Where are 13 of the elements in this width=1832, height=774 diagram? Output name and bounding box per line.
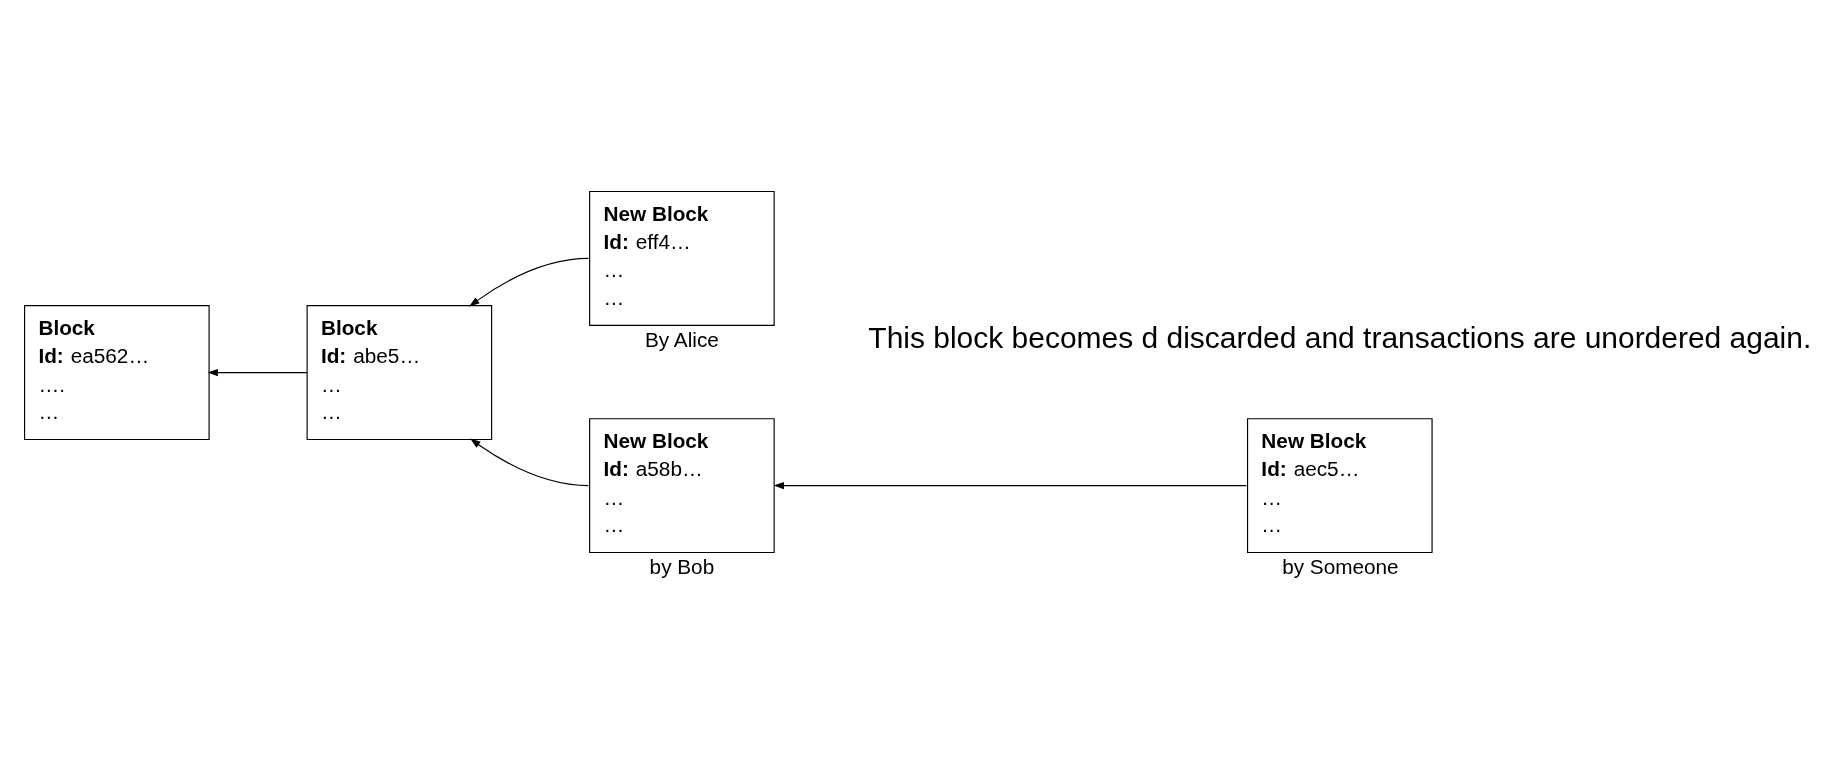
node-box: Block Id: abe5… … …: [306, 305, 493, 441]
node-box: New Block Id: eff4… … …: [589, 190, 775, 326]
node-box: Block Id: ea562… …. …: [24, 305, 210, 441]
arrow: [207, 368, 308, 377]
arrow: [773, 481, 1247, 490]
node-label: By Alice: [645, 327, 719, 351]
node-label: by Bob: [649, 554, 715, 578]
arrow: [470, 438, 590, 487]
node-label: by Someone: [1282, 554, 1399, 578]
arrow: [469, 257, 590, 307]
label: This block becomes d discarded and transactions are unordered again.: [868, 320, 1812, 354]
node-box: New Block Id: a58b… … …: [589, 418, 775, 554]
node-box: New Block Id: aec5… … …: [1246, 418, 1433, 554]
